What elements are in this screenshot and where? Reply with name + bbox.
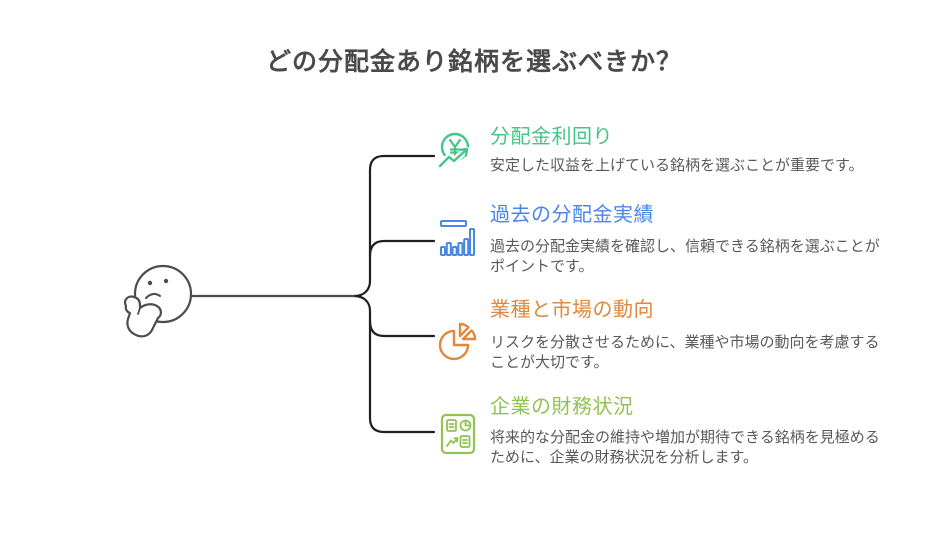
item-description: リスクを分散させるために、業種や市場の動向を考慮することが大切です。 bbox=[490, 334, 880, 371]
item-title: 分配金利回り bbox=[490, 126, 613, 148]
financial-report-icon bbox=[436, 412, 480, 456]
item-title: 業種と市場の動向 bbox=[490, 299, 654, 321]
item-description: 安定した収益を上げている銘柄を選ぶことが重要です。 bbox=[490, 157, 864, 174]
mindmap-item-yield: 分配金利回り 安定した収益を上げている銘柄を選ぶことが重要です。 bbox=[436, 125, 890, 176]
item-description: 将来的な分配金の維持や増加が期待できる銘柄を見極めるために、企業の財務状況を分析… bbox=[490, 429, 880, 466]
thinking-face-icon bbox=[124, 264, 193, 338]
bar-chart-icon bbox=[436, 216, 480, 260]
yen-growth-icon bbox=[436, 132, 480, 176]
pie-chart-icon bbox=[436, 318, 480, 362]
mindmap-item-financials: 企業の財務状況 将来的な分配金の維持や増加が期待できる銘柄を見極めるために、企業… bbox=[436, 395, 890, 468]
page-title: どの分配金あり銘柄を選ぶべきか？ bbox=[265, 48, 682, 76]
mindmap-item-history: 過去の分配金実績 過去の分配金実績を確認し、信頼できる銘柄を選ぶことがポイントで… bbox=[436, 203, 890, 277]
item-title: 過去の分配金実績 bbox=[490, 204, 654, 226]
item-description: 過去の分配金実績を確認し、信頼できる銘柄を選ぶことがポイントです。 bbox=[490, 238, 880, 275]
item-title: 企業の財務状況 bbox=[490, 396, 634, 418]
mindmap-item-sector: 業種と市場の動向 リスクを分散させるために、業種や市場の動向を考慮することが大切… bbox=[436, 298, 890, 373]
branch-lines bbox=[352, 154, 436, 434]
